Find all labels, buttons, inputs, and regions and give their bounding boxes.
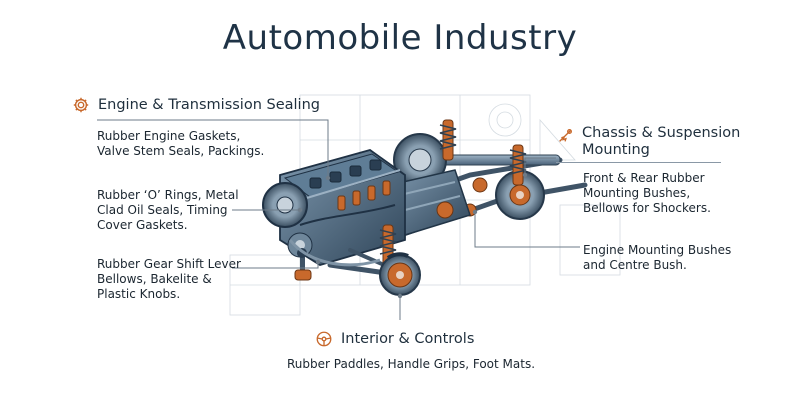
desc-line: and Centre Bush. xyxy=(583,258,687,272)
engine-block xyxy=(279,149,406,266)
desc-line: Rubber Gear Shift Lever xyxy=(97,257,241,271)
desc-line: Valve Stem Seals, Packings. xyxy=(97,144,265,158)
desc-line: Cover Gaskets. xyxy=(97,218,188,232)
page-title: Automobile Industry xyxy=(222,18,578,58)
engine-pulleys xyxy=(262,182,313,258)
chassis-divider xyxy=(556,162,721,163)
chassis-heading-line: Chassis & Suspension xyxy=(582,125,741,141)
engine-mounting-text: Engine Mounting Bushes and Centre Bush. xyxy=(583,243,731,273)
front-brake-disc xyxy=(379,252,421,296)
desc-line: Clad Oil Seals, Timing xyxy=(97,203,228,217)
desc-line: Rubber Paddles, Handle Grips, Foot Mats. xyxy=(287,357,536,371)
desc-line: Bellows for Shockers. xyxy=(583,201,711,215)
engine-transmission-heading-text: Engine & Transmission Sealing xyxy=(98,97,320,113)
shock-absorber-icon xyxy=(559,129,572,142)
desc-line: Bellows, Bakelite & xyxy=(97,272,212,286)
interior-text: Rubber Paddles, Handle Grips, Foot Mats. xyxy=(287,357,535,372)
chassis-suspension-heading: Chassis & Suspension Mounting xyxy=(556,125,740,159)
desc-line: Mounting Bushes, xyxy=(583,186,691,200)
engine-gaskets-text: Rubber Engine Gaskets, Valve Stem Seals,… xyxy=(97,129,264,159)
desc-line: Plastic Knobs. xyxy=(97,287,181,301)
interior-controls-heading: Interior & Controls xyxy=(315,330,474,348)
engine-transmission-heading: Engine & Transmission Sealing xyxy=(72,96,320,114)
desc-line: Engine Mounting Bushes xyxy=(583,243,732,257)
steering-wheel-icon xyxy=(316,331,332,347)
gear-icon xyxy=(73,97,89,113)
interior-controls-heading-text: Interior & Controls xyxy=(341,331,475,347)
gear-shift-text: Rubber Gear Shift Lever Bellows, Bakelit… xyxy=(97,257,241,302)
chassis-heading-line: Mounting xyxy=(582,142,650,158)
desc-line: Front & Rear Rubber xyxy=(583,171,705,185)
exhaust-pipe xyxy=(288,239,381,267)
desc-line: Rubber ‘O’ Rings, Metal xyxy=(97,188,239,202)
rear-shock xyxy=(439,119,527,186)
chassis-bushes-text: Front & Rear Rubber Mounting Bushes, Bel… xyxy=(583,171,711,216)
oil-seals-text: Rubber ‘O’ Rings, Metal Clad Oil Seals, … xyxy=(97,188,239,233)
desc-line: Rubber Engine Gaskets, xyxy=(97,129,241,143)
